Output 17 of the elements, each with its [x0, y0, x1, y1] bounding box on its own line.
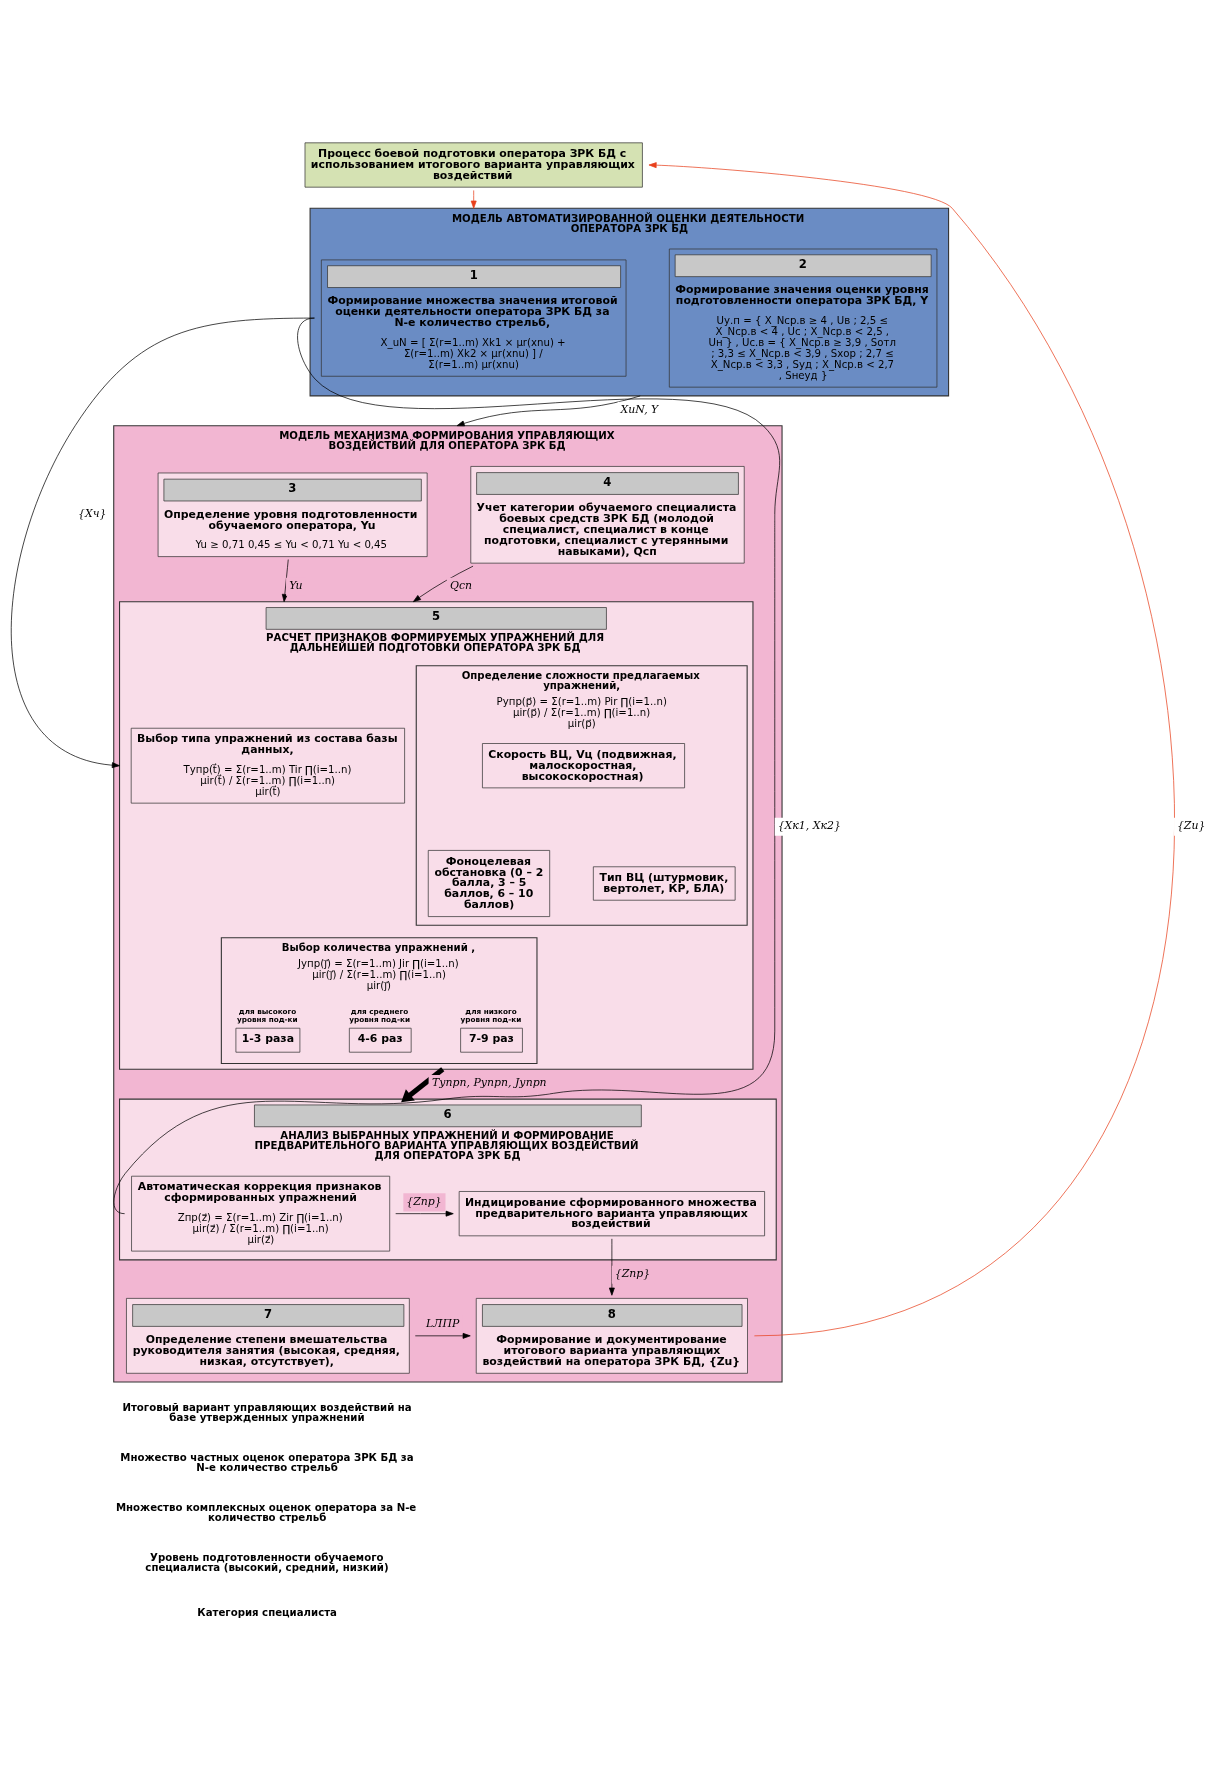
label: Итоговый вариант управляющих воздействий на базе утвержденных упражнений: [122, 1401, 412, 1423]
edge-label: {Zu}: [1176, 818, 1206, 832]
label: Уровень подготовленности обучаемого специалиста (высокий, средний, низкий): [145, 1551, 389, 1573]
edge-label: Tупрn, Pупрn, Jупрn: [431, 1075, 547, 1089]
edge-label: XuN, Y: [620, 402, 659, 416]
node-label: для низкого уровня под-ки: [460, 1006, 522, 1024]
label: Множество частных оценок оператора ЗРК БД за N-е количество стрельб: [120, 1451, 414, 1473]
node-label: для высокого уровня под-ки: [236, 1006, 298, 1024]
edge-label: {Xч}: [78, 506, 107, 520]
node-label: для среднего уровня под-ки: [349, 1006, 411, 1024]
edge-label: Qсп: [450, 578, 473, 592]
label: Множество комплексных оценок оператора за N-е количество стрельб: [115, 1501, 417, 1523]
label: Категория специалиста: [197, 1606, 337, 1618]
edge-label: {Zпр}: [614, 1266, 651, 1280]
edge-label: Yu: [289, 578, 303, 592]
edge-label: {Zпр}: [406, 1194, 442, 1208]
edge-label: LЛПР: [426, 1316, 460, 1330]
